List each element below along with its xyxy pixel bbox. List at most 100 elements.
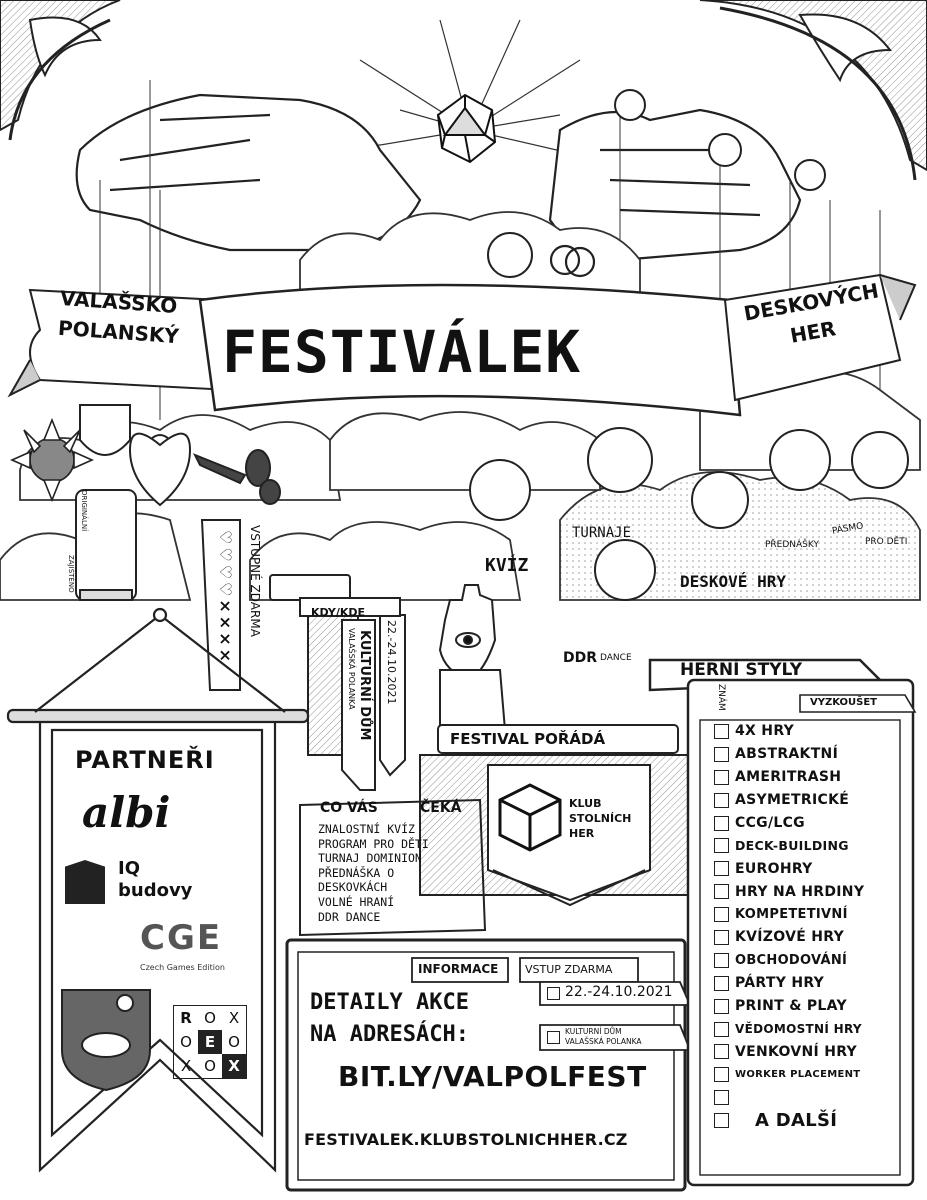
checkbox[interactable]	[714, 975, 729, 991]
checkbox[interactable]	[714, 838, 729, 854]
list-item: VOLNÉ HRANÍ	[318, 894, 395, 909]
sun-icon	[10, 417, 94, 503]
list-item-label: VĚDOMOSTNÍ HRY	[735, 1022, 862, 1037]
entry-free-label: VSTUPNÉ ZDARMA	[248, 525, 262, 637]
list-item[interactable]: KOMPETETIVNÍ	[714, 903, 884, 926]
rox-cell: O	[228, 1033, 240, 1051]
rox-cell: X	[180, 1057, 192, 1075]
info-entry: VSTUP ZDARMA	[525, 963, 613, 976]
styles-list: 4X HRY ABSTRAKTNÍ AMERITRASH ASYMETRICKÉ…	[714, 720, 884, 1132]
d20-die-icon	[436, 93, 497, 164]
cube-icon	[498, 783, 562, 852]
rox-cell: O	[180, 1033, 192, 1051]
what-awaits-label-2: ČEKÁ	[420, 800, 462, 816]
list-item[interactable]: OBCHODOVÁNÍ	[714, 949, 884, 972]
ticket-marks: ♡♡♡♡××××	[216, 530, 235, 665]
checkbox[interactable]	[714, 907, 729, 923]
when-where-dates: 22.-24.10.2021	[385, 620, 398, 705]
checkbox[interactable]	[714, 792, 729, 808]
list-item: ZNALOSTNÍ KVÍZ	[318, 822, 415, 836]
list-item-label: KVÍZOVÉ HRY	[735, 929, 845, 946]
list-item[interactable]: EUROHRY	[714, 857, 884, 880]
list-item[interactable]	[714, 1086, 884, 1109]
list-item-label: CCG/LCG	[735, 815, 805, 831]
info-link-1[interactable]: BIT.LY/VALPOLFEST	[338, 1060, 647, 1093]
list-item[interactable]: VĚDOMOSTNÍ HRY	[714, 1018, 884, 1041]
info-place-2: VALAŠSKÁ POLANKA	[565, 1037, 642, 1046]
list-item-label: A DALŠÍ	[755, 1110, 838, 1132]
what-awaits-list: ZNALOSTNÍ KVÍZ PROGRAM PRO DĚTI TURNAJ D…	[318, 822, 429, 924]
info-details-2: NA ADRESÁCH:	[310, 1022, 469, 1047]
activity-dance: DANCE	[600, 653, 632, 663]
list-item[interactable]: ABSTRAKTNÍ	[714, 743, 884, 766]
list-item[interactable]: HRY NA HRDINY	[714, 880, 884, 903]
list-item[interactable]: ASYMETRICKÉ	[714, 789, 884, 812]
list-item[interactable]: DECK-BUILDING	[714, 834, 884, 857]
partner-iq-1: IQ	[118, 858, 140, 879]
checkbox[interactable]	[714, 1067, 729, 1083]
checkbox[interactable]	[714, 1113, 729, 1129]
list-item-label: 4X HRY	[735, 723, 795, 740]
list-item[interactable]: 4X HRY	[714, 720, 884, 743]
partner-iq-2: budovy	[118, 880, 193, 901]
checkbox[interactable]	[714, 929, 729, 945]
styles-header: HERNÍ STYLY	[680, 660, 803, 680]
info-place-1: KULTURNÍ DŮM	[565, 1027, 622, 1036]
hand-eye-icon	[438, 584, 507, 731]
info-frame	[285, 938, 692, 1192]
activity-prednasky: PŘEDNÁŠKY	[765, 540, 819, 550]
info-details-1: DETAILY AKCE	[310, 990, 469, 1015]
vial-label: ORIGINÁLNÍ	[80, 490, 88, 532]
checkbox[interactable]	[714, 815, 729, 831]
rox-cell: O	[204, 1009, 216, 1027]
list-item-label: WORKER PLACEMENT	[735, 1069, 861, 1081]
partner-iq-logo-mark	[65, 860, 105, 904]
list-item[interactable]: PÁRTY HRY	[714, 972, 884, 995]
sun-rays	[349, 19, 601, 161]
list-item-label: OBCHODOVÁNÍ	[735, 952, 848, 968]
list-item[interactable]: VENKOVNÍ HRY	[714, 1040, 884, 1063]
info-date-checkbox[interactable]	[547, 987, 560, 1000]
organizer-label: FESTIVAL POŘÁDÁ	[450, 730, 606, 748]
checkbox[interactable]	[714, 861, 729, 877]
title-main: FESTIVÁLEK	[222, 318, 582, 386]
list-item[interactable]: WORKER PLACEMENT	[714, 1063, 884, 1086]
vial-label-2: ZAJIŠTĚNO	[67, 555, 75, 593]
activity-deskove-hry: DESKOVÉ HRY	[680, 572, 786, 591]
styles-know-label: ZNÁM	[716, 684, 726, 711]
rox-cell: R	[180, 1009, 192, 1027]
heart-icon	[128, 432, 192, 507]
list-item: DDR DANCE	[318, 909, 381, 924]
rox-cell: O	[204, 1057, 216, 1075]
list-item[interactable]: AMERITRASH	[714, 766, 884, 789]
checkbox[interactable]	[714, 723, 729, 739]
list-item[interactable]: PRINT & PLAY	[714, 995, 884, 1018]
rox-cell: E	[198, 1030, 222, 1054]
checkbox[interactable]	[714, 1021, 729, 1037]
info-link-2[interactable]: FESTIVALEK.KLUBSTOLNICHHER.CZ	[304, 1130, 628, 1149]
organizer-name-1: KLUB	[569, 797, 602, 810]
checkbox[interactable]	[714, 1044, 729, 1060]
organizer-name-3: HER	[569, 827, 595, 840]
organizer-board	[419, 724, 691, 907]
organizer-name-2: STOLNÍCH	[569, 812, 632, 825]
when-where-place-2: KULTURNÍ DŮM	[357, 630, 372, 741]
list-item[interactable]: CCG/LCG	[714, 812, 884, 835]
list-item[interactable]: KVÍZOVÉ HRY	[714, 926, 884, 949]
when-where-label: KDY/KDE	[311, 606, 366, 619]
checkbox[interactable]	[714, 952, 729, 968]
checkbox[interactable]	[714, 1090, 729, 1106]
list-item: TURNAJ DOMINION	[318, 851, 422, 866]
list-item-label: VENKOVNÍ HRY	[735, 1043, 857, 1060]
checkbox[interactable]	[714, 746, 729, 762]
list-item: DESKOVKÁCH	[318, 880, 388, 895]
checkbox[interactable]	[714, 769, 729, 785]
checkbox[interactable]	[714, 998, 729, 1014]
checkbox[interactable]	[714, 884, 729, 900]
list-item-label: KOMPETETIVNÍ	[735, 907, 848, 923]
info-place-checkbox[interactable]	[547, 1031, 560, 1044]
banner-left	[7, 288, 232, 398]
list-item[interactable]: A DALŠÍ	[714, 1109, 884, 1132]
